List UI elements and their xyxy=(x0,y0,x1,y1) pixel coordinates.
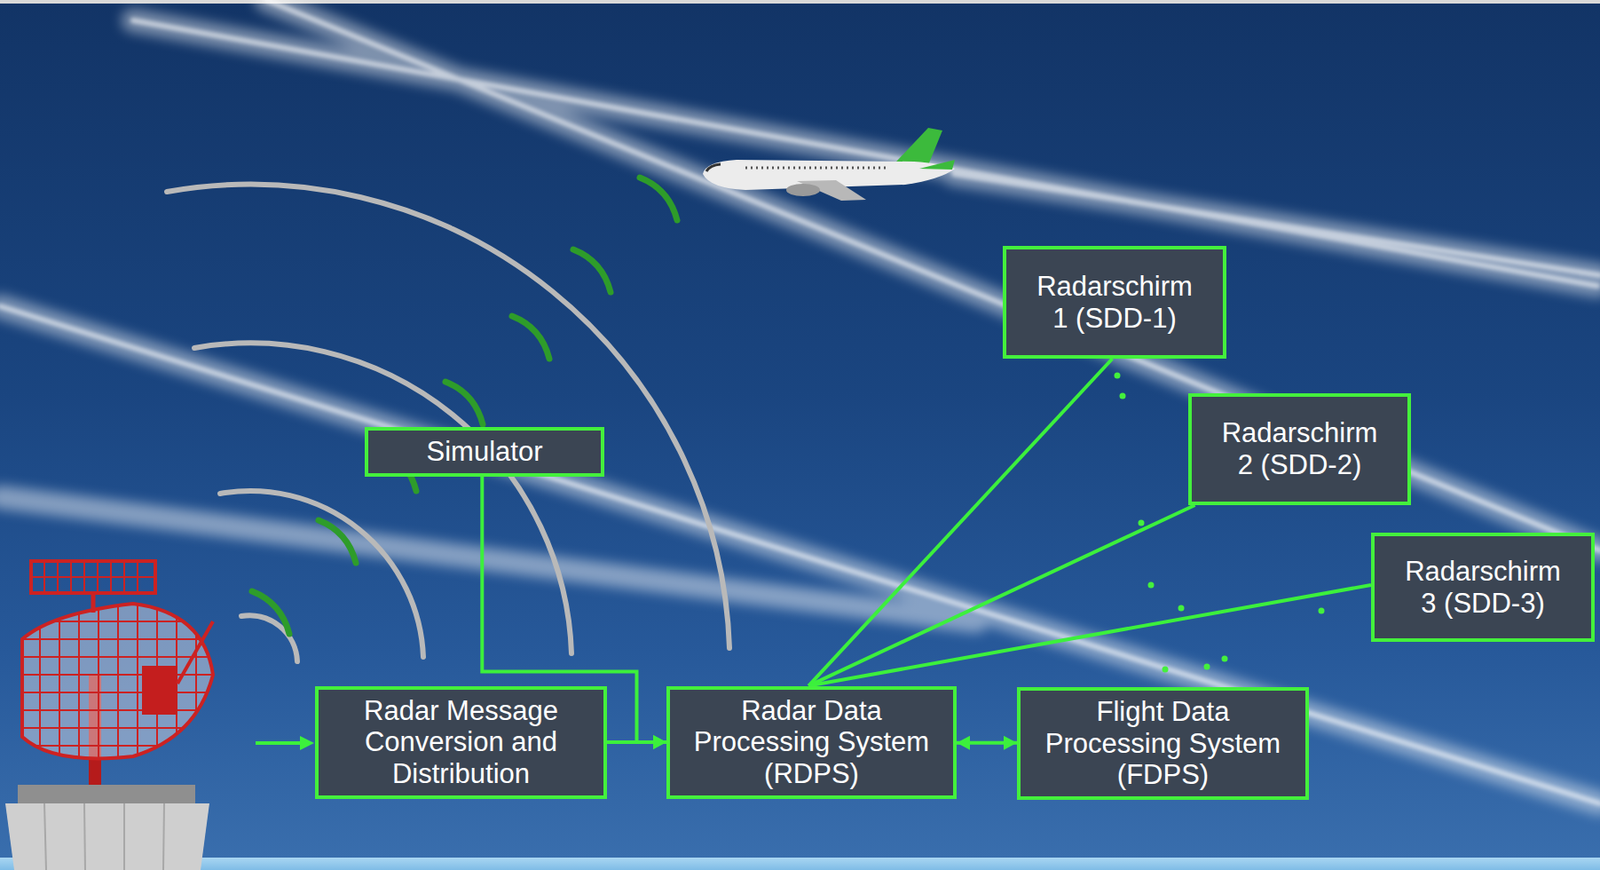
data-connector xyxy=(808,584,1372,686)
data-connector xyxy=(956,740,1017,745)
box-label: Radarschirm 2 (SDD-2) xyxy=(1221,417,1379,481)
process-box: Radar Message Conversion and Distributio… xyxy=(315,685,607,799)
airplane xyxy=(702,127,955,201)
box-label: Radarschirm 1 (SDD-1) xyxy=(1036,270,1193,334)
box-label: Radar Message Conversion and Distributio… xyxy=(329,694,593,790)
process-box: Simulator xyxy=(364,426,605,477)
process-box: Radarschirm 1 (SDD-1) xyxy=(1002,245,1227,359)
data-connector xyxy=(808,504,1195,686)
box-label: Simulator xyxy=(426,435,544,468)
contrails xyxy=(0,0,1600,804)
radar-antenna xyxy=(17,560,222,790)
horizon-band xyxy=(0,857,1600,870)
box-label: Radarschirm 3 (SDD-3) xyxy=(1404,555,1561,619)
input-arrow xyxy=(255,735,315,750)
process-box: Radarschirm 2 (SDD-2) xyxy=(1188,393,1411,505)
radar-waves-green xyxy=(252,177,678,634)
radar-waves-grey xyxy=(166,184,730,662)
process-box: Flight Data Processing System (FDPS) xyxy=(1016,686,1309,800)
process-box: Radar Data Processing System (RDPS) xyxy=(666,685,957,799)
box-label: Flight Data Processing System (FDPS) xyxy=(1031,695,1295,791)
radar-tower xyxy=(5,784,210,870)
top-bar xyxy=(0,0,1600,4)
process-box: Radarschirm 3 (SDD-3) xyxy=(1371,532,1595,642)
box-label: Radar Data Processing System (RDPS) xyxy=(680,694,943,790)
data-connector xyxy=(808,358,1112,686)
data-connector xyxy=(606,740,667,744)
